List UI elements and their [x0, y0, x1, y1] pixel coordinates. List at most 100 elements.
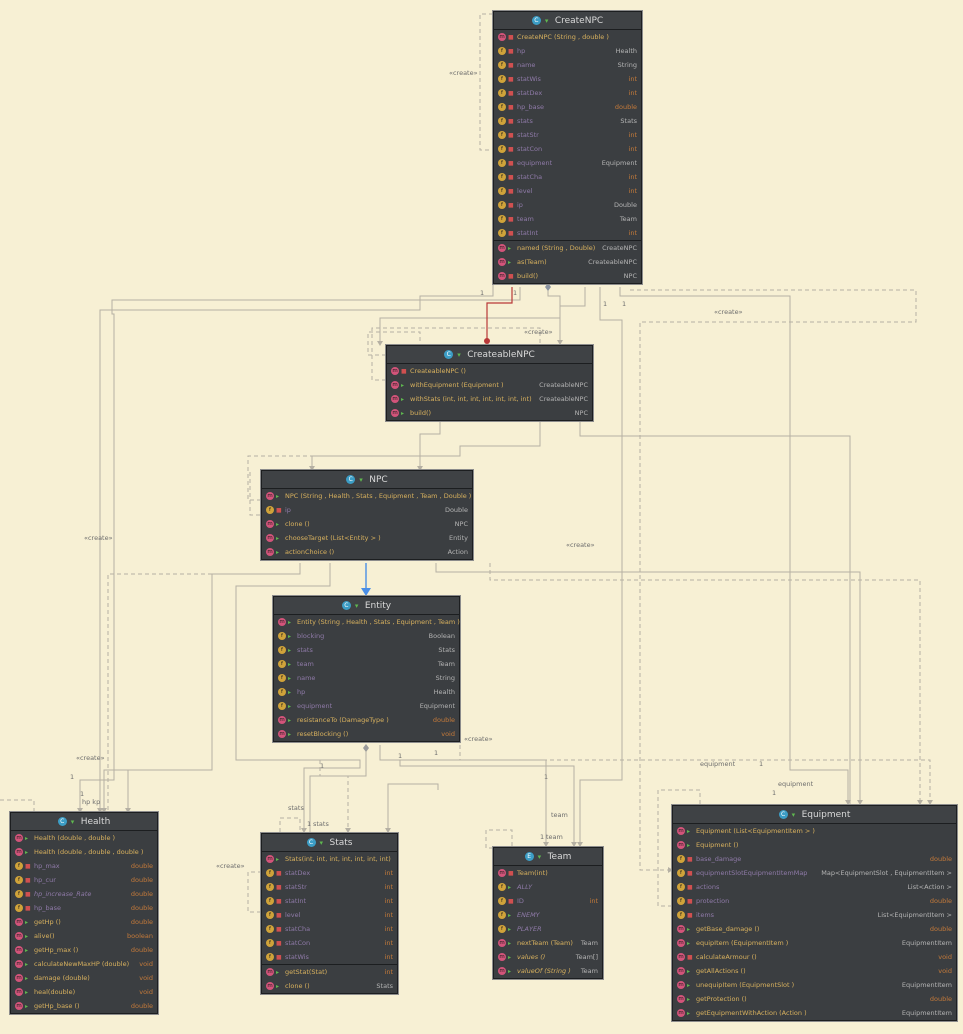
method-row[interactable]: m▸Health (double , double , double ) [11, 845, 157, 859]
method-row[interactable]: m▸resistanceTo (DamageType )double [274, 713, 459, 727]
method-row[interactable]: m▸getProtection ()double [673, 992, 956, 1006]
method-row[interactable]: m▸damage (double)void [11, 971, 157, 985]
method-row[interactable]: m▸build()NPC [387, 406, 592, 420]
method-row[interactable]: m▸actionChoice ()Action [262, 545, 472, 559]
member-name: blocking [297, 632, 325, 640]
method-row[interactable]: m▸unequipItem (EquipmentSlot )EquipmentI… [673, 978, 956, 992]
method-row[interactable]: m▸heal(double)void [11, 985, 157, 999]
method-row[interactable]: m▸getHp_base ()double [11, 999, 157, 1013]
method-row[interactable]: m▸calculateNewMaxHP (double)void [11, 957, 157, 971]
class-header[interactable]: C▾Equipment [673, 806, 956, 824]
method-row[interactable]: m▸getStat(Stat)int [262, 964, 397, 979]
field-row[interactable]: f▸PLAYER [494, 922, 602, 936]
field-row[interactable]: f▸ENEMY [494, 908, 602, 922]
method-icon: m [498, 272, 506, 280]
method-row[interactable]: m▸getEquipmentWithAction (Action )Equipm… [673, 1006, 956, 1020]
method-row[interactable]: m▸clone ()NPC [262, 517, 472, 531]
method-row[interactable]: m▸getAllActions ()void [673, 964, 956, 978]
method-row[interactable]: m■Team(int) [494, 866, 602, 880]
member-name: hp [297, 688, 306, 696]
method-row[interactable]: m▸valueOf (String )Team [494, 964, 602, 978]
class-header[interactable]: C▾Stats [262, 834, 397, 852]
method-row[interactable]: m■build()NPC [494, 269, 641, 283]
method-row[interactable]: m▸Stats(int, int, int, int, int, int, in… [262, 852, 397, 866]
method-row[interactable]: m■CreateNPC (String , double ) [494, 30, 641, 44]
field-row[interactable]: f▸ALLY [494, 880, 602, 894]
method-row[interactable]: m▸NPC (String , Health , Stats , Equipme… [262, 489, 472, 503]
method-row[interactable]: m▸withStats (int, int, int, int, int, in… [387, 392, 592, 406]
method-row[interactable]: m▸Equipment (List<EquipmentItem > ) [673, 824, 956, 838]
class-header[interactable]: E▾Team [494, 848, 602, 866]
method-row[interactable]: m▸getBase_damage ()double [673, 922, 956, 936]
method-row[interactable]: m■calculateArmour ()void [673, 950, 956, 964]
method-row[interactable]: m▸clone ()Stats [262, 979, 397, 993]
class-header[interactable]: C▾CreateNPC [494, 12, 641, 30]
method-row[interactable]: m▸getHp ()double [11, 915, 157, 929]
class-header[interactable]: C▾Entity [274, 597, 459, 615]
method-row[interactable]: m■CreateableNPC () [387, 364, 592, 378]
method-row[interactable]: m▸equipItem (EquipmentItem )EquipmentIte… [673, 936, 956, 950]
class-header[interactable]: C▾NPC [262, 471, 472, 489]
method-row[interactable]: m▸Equipment () [673, 838, 956, 852]
method-row[interactable]: m▸resetBlocking ()void [274, 727, 459, 741]
method-row[interactable]: m▸named (String , Double)CreateNPC [494, 240, 641, 255]
method-row[interactable]: m▸Health (double , double ) [11, 831, 157, 845]
method-row[interactable]: m▸values ()Team[] [494, 950, 602, 964]
method-row[interactable]: m▸getHp_max ()double [11, 943, 157, 957]
method-row[interactable]: m▸Entity (String , Health , Stats , Equi… [274, 615, 460, 629]
method-row[interactable]: m▸nextTeam (Team)Team [494, 936, 602, 950]
method-row[interactable]: m▸withEquipment (Equipment )CreateableNP… [387, 378, 592, 392]
class-header[interactable]: C▾Health [11, 813, 157, 831]
method-row[interactable]: m▸chooseTarget (List<Entity > )Entity [262, 531, 472, 545]
class-header[interactable]: C▾CreateableNPC [387, 346, 592, 364]
method-row[interactable]: m▸as(Team)CreateableNPC [494, 255, 641, 269]
method-row[interactable]: m▸alive()boolean [11, 929, 157, 943]
